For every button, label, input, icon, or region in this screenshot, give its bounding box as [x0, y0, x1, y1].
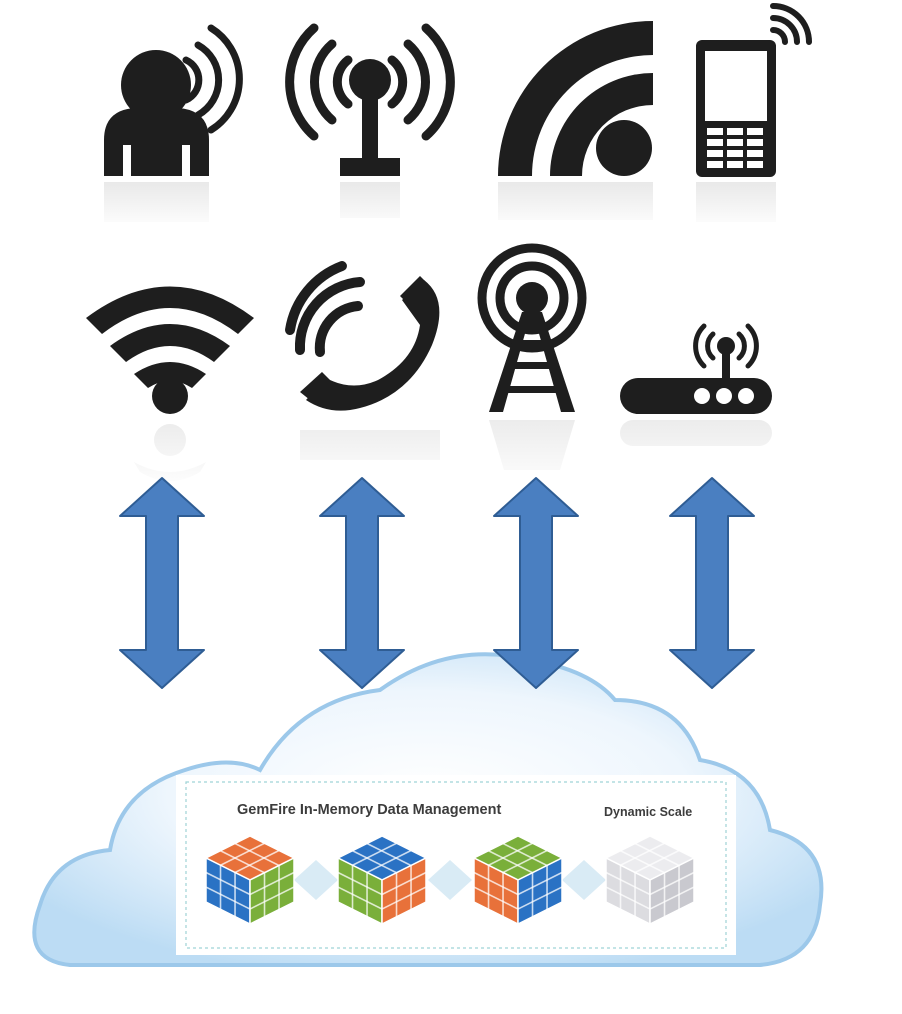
cube-grey-inactive: [604, 835, 696, 926]
double-arrow-1: [119, 477, 205, 689]
cube-connector: [562, 860, 606, 900]
cube-green-orange-blue: [472, 835, 564, 926]
cube-blue-green-orange: [336, 835, 428, 926]
double-arrow-3: [493, 477, 579, 689]
cubes-group: [204, 835, 696, 926]
cube-orange-blue-green: [204, 835, 296, 926]
double-arrow-2: [319, 477, 405, 689]
double-arrow-4: [669, 477, 755, 689]
panel-title: GemFire In-Memory Data Management: [237, 802, 501, 818]
cube-connector: [294, 860, 338, 900]
cube-connector: [428, 860, 472, 900]
panel-subtitle: Dynamic Scale: [604, 805, 692, 819]
arrows-group: [119, 477, 755, 689]
cube-connectors: [294, 860, 606, 900]
gemfire-panel: GemFire In-Memory Data Management Dynami…: [176, 775, 736, 955]
